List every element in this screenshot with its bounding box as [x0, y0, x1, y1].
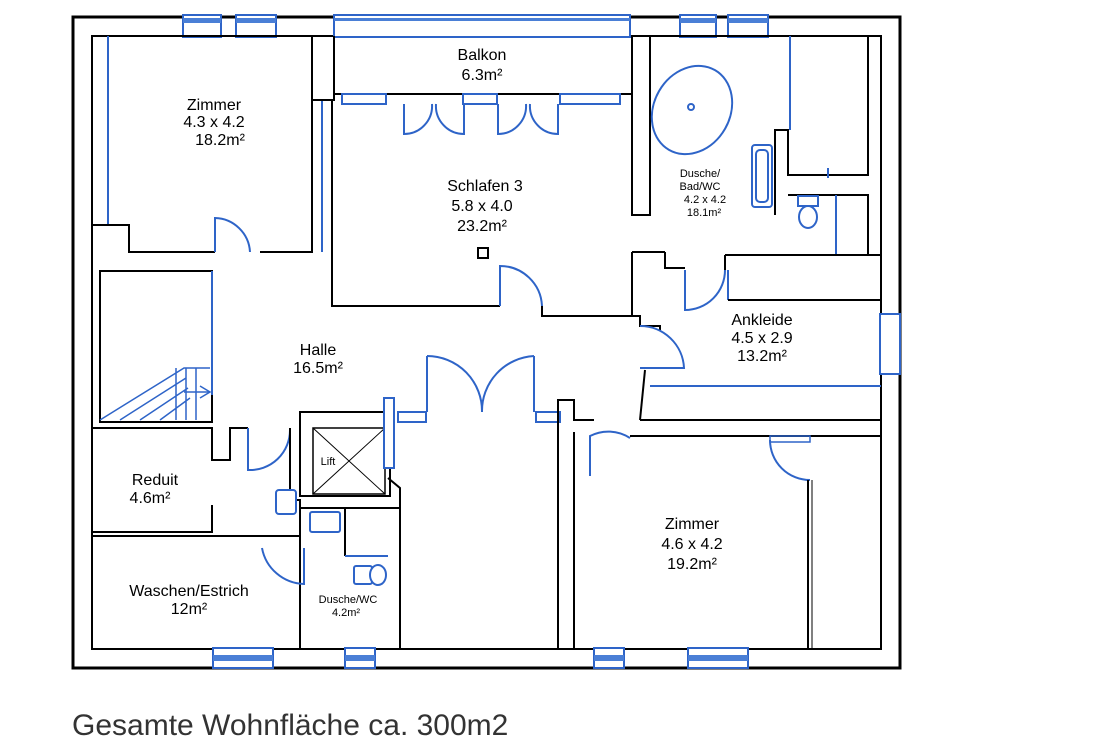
stairs — [99, 270, 213, 423]
label-zimmer-nw-area: 18.2m² — [195, 132, 245, 149]
label-bad-size: 4.2 x 4.2 — [684, 194, 726, 206]
label-bad-name-2: Bad/WC — [680, 181, 721, 193]
window-right — [879, 313, 901, 375]
windows-top — [182, 14, 769, 38]
label-schlafen-area: 23.2m² — [457, 218, 507, 235]
room-lift — [299, 397, 395, 497]
label-balkon-area: 6.3m² — [462, 67, 504, 84]
room-bad-walls — [650, 35, 881, 312]
label-zimmer-nw-name: Zimmer — [187, 97, 242, 114]
label-zimmer-nw-size: 4.3 x 4.2 — [183, 114, 244, 131]
toilet-icon — [797, 195, 819, 207]
label-balkon-name: Balkon — [458, 47, 507, 64]
double-door — [397, 355, 561, 423]
room-schlafen-walls — [311, 36, 665, 327]
label-zimmer-se-area: 19.2m² — [667, 556, 717, 573]
label-ankleide-area: 13.2m² — [737, 348, 787, 365]
label-ankleide-size: 4.5 x 2.9 — [731, 330, 792, 347]
label-lift-name: Lift — [321, 456, 336, 468]
label-waschen-name: Waschen/Estrich — [129, 583, 248, 600]
label-halle-name: Halle — [300, 342, 337, 359]
label-ankleide-name: Ankleide — [731, 312, 792, 329]
room-dusche-wc-walls — [300, 477, 401, 648]
windows-bottom — [212, 647, 749, 669]
label-reduit-area: 4.6m² — [130, 490, 172, 507]
room-reduit-walls — [92, 427, 300, 537]
label-zimmer-se-name: Zimmer — [665, 516, 720, 533]
label-dusche-wc-area: 4.2m² — [332, 607, 360, 619]
column — [477, 247, 489, 259]
label-dusche-wc-name: Dusche/WC — [319, 594, 378, 606]
sink-icon-small — [275, 489, 297, 515]
label-halle-area: 16.5m² — [293, 360, 343, 377]
label-zimmer-se-size: 4.6 x 4.2 — [661, 536, 722, 553]
total-area-caption: Gesamte Wohnfläche ca. 300m2 — [72, 709, 509, 742]
label-schlafen-name: Schlafen 3 — [447, 178, 523, 195]
room-zimmer-se-walls — [557, 399, 881, 648]
label-bad-name-1: Dusche/ — [680, 168, 721, 180]
label-reduit-name: Reduit — [132, 472, 179, 489]
room-waschen-walls — [261, 428, 305, 648]
label-bad-area: 18.1m² — [687, 207, 722, 219]
label-schlafen-size: 5.8 x 4.0 — [451, 198, 512, 215]
label-waschen-area: 12m² — [171, 601, 208, 618]
room-ankleide-walls — [639, 270, 881, 421]
